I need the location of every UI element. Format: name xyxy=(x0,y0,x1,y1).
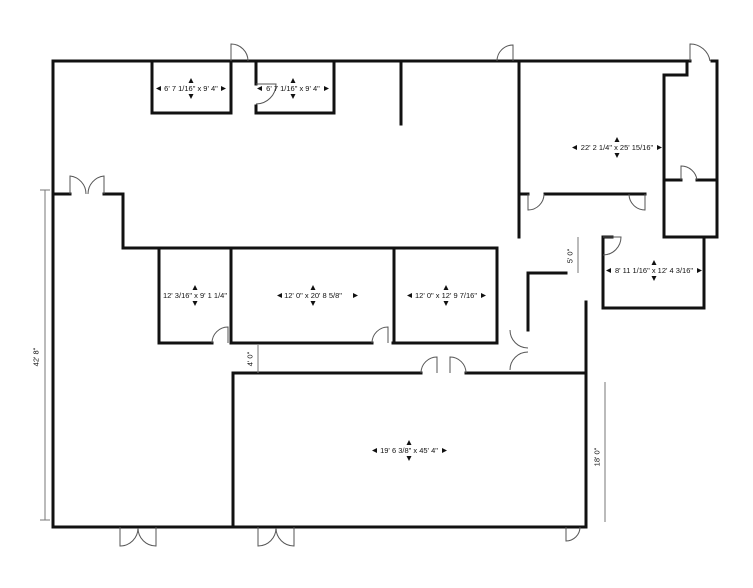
dimension-hall-width: 4' 0" xyxy=(246,351,255,366)
room-mid-right: 12' 0" x 12' 9 7/16" xyxy=(407,285,486,306)
room-label: 12' 0" x 20' 8 5/8" xyxy=(284,291,342,300)
room-label: 6' 7 1/16" x 9' 4" xyxy=(164,84,218,93)
room-mid-center: 12' 0" x 20' 8 5/8" xyxy=(277,285,358,306)
dimension-labels: 42' 8" 5' 0" 4' 0" 18' 0" xyxy=(27,248,602,466)
room-upper-right: 22' 2 1/4" x 25' 15/16" xyxy=(572,137,662,158)
dimension-overall-left: 42' 8" xyxy=(32,347,41,366)
room-large-bottom: 19' 6 3/8" x 45' 4" xyxy=(372,440,447,461)
room-office-right: 6' 7 1/16" x 9' 4" xyxy=(257,78,329,99)
doors xyxy=(69,43,711,547)
room-label: 8' 11 1/16" x 12' 4 3/16" xyxy=(615,266,693,275)
dimension-corridor-width: 5' 0" xyxy=(566,248,575,263)
dimension-bottom-right: 18' 0" xyxy=(593,447,602,466)
room-labels: 6' 7 1/16" x 9' 4" 6' 7 1/16" x 9' 4" 22… xyxy=(156,78,702,461)
room-small-right: 8' 11 1/16" x 12' 4 3/16" xyxy=(606,260,702,281)
room-label: 12' 3/16" x 9' 1 1/4" xyxy=(163,291,227,300)
dimension-lines xyxy=(40,189,606,522)
room-label: 22' 2 1/4" x 25' 15/16" xyxy=(581,143,654,152)
room-label: 12' 0" x 12' 9 7/16" xyxy=(415,291,477,300)
room-label: 19' 6 3/8" x 45' 4" xyxy=(380,446,438,455)
walls xyxy=(51,59,719,529)
room-office-left: 6' 7 1/16" x 9' 4" xyxy=(156,78,226,99)
room-label: 6' 7 1/16" x 9' 4" xyxy=(266,84,320,93)
room-mid-left: 12' 3/16" x 9' 1 1/4" xyxy=(163,285,227,306)
